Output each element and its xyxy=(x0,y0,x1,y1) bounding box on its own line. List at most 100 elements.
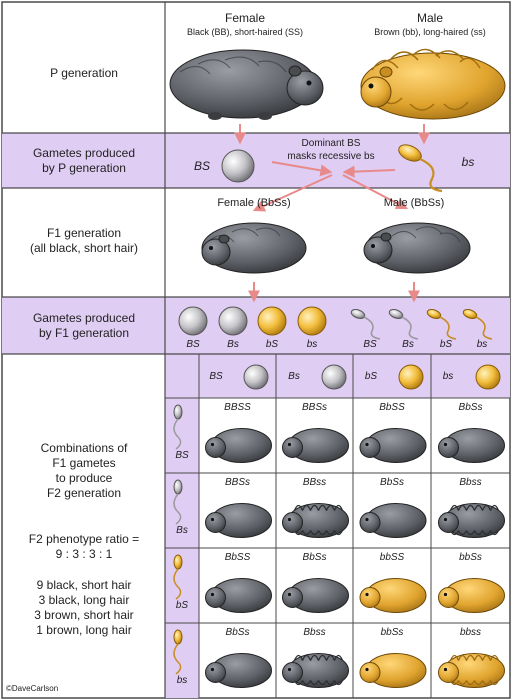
guinea-pig-BBss xyxy=(282,503,349,538)
grid-cell-label: BbSS xyxy=(379,402,405,413)
grid-row-label-2: Bs xyxy=(176,525,188,536)
guinea-pig-BBSs xyxy=(205,503,272,538)
f1-sperm-BS xyxy=(350,309,381,340)
f1-egg-BS xyxy=(178,306,208,336)
grid-cell-label: BbSs xyxy=(225,627,250,638)
f1-male-guinea-pig xyxy=(363,222,471,274)
credit: ©DaveCarlson xyxy=(6,684,59,693)
label-gametes-p-line2: by P generation xyxy=(42,161,126,175)
guinea-pig-BBSS xyxy=(205,428,272,463)
label-gametes-f1-line2: by F1 generation xyxy=(38,326,130,340)
f1-eggs xyxy=(178,306,327,336)
label-gametes-p-line1: Gametes produced xyxy=(32,146,136,160)
grid-cell-label: Bbss xyxy=(303,627,326,638)
f1-female-label: Female (BbSs) xyxy=(217,197,291,209)
label-ratio-value: 9 : 3 : 3 : 1 xyxy=(55,547,113,561)
f1-sperm-label-4: bs xyxy=(476,339,488,350)
grid-cell-label: BBSS xyxy=(224,402,251,413)
grid-col-label-2: Bs xyxy=(288,371,300,382)
p-sperm-label: bs xyxy=(461,155,475,169)
guinea-pig-Bbss xyxy=(282,653,349,688)
f1-sperm-label-2: Bs xyxy=(402,339,414,350)
guinea-pig-bbSS xyxy=(359,578,427,613)
grid-guinea-pigs xyxy=(205,428,505,688)
label-combinations-line4: F2 generation xyxy=(46,486,122,500)
label-ratio-title: F2 phenotype ratio = xyxy=(28,532,140,546)
grid-col-egg-1 xyxy=(243,364,269,390)
f1-sperm xyxy=(350,309,493,340)
f1-egg-label-2: Bs xyxy=(227,339,239,350)
p-male-desc: Brown (bb), long-haired (ss) xyxy=(374,27,486,37)
grid-row-label-3: bS xyxy=(175,600,189,611)
grid-col-label-4: bs xyxy=(442,371,454,382)
grid-cell-label: bbSs xyxy=(380,627,404,638)
arrows xyxy=(234,124,430,303)
dominance-note: Dominant BS masks recessive bs xyxy=(274,138,388,163)
f1-egg-bs xyxy=(297,306,327,336)
p-egg-label: BS xyxy=(193,159,210,173)
guinea-pig-BbSS xyxy=(359,428,427,463)
f1-male-label: Male (BbSs) xyxy=(383,197,445,209)
f1-egg-label-1: BS xyxy=(186,339,200,350)
label-combinations: Combinations of F1 gametes to produce F2… xyxy=(4,441,164,501)
guinea-pig-BbSs xyxy=(359,503,427,538)
label-ratio-breakdown: 9 black, short hair 3 black, long hair 3… xyxy=(4,578,164,638)
guinea-pig-BBSs xyxy=(282,428,349,463)
grid-lines xyxy=(165,354,510,698)
grid-cell-label: BBss xyxy=(302,477,327,488)
label-ratio-line3: 3 brown, short hair xyxy=(34,608,134,622)
label-gametes-p: Gametes produced by P generation xyxy=(4,146,164,176)
f1-egg-Bs xyxy=(218,306,248,336)
dominance-note-line1: Dominant BS xyxy=(301,138,361,149)
grid-cell-label: BbSs xyxy=(458,402,483,413)
f1-egg-label-4: bs xyxy=(306,339,318,350)
p-sperm-gold xyxy=(398,144,443,193)
p-male-title: Male xyxy=(416,11,443,25)
label-f1-line1: F1 generation xyxy=(46,226,122,240)
f1-female-guinea-pig xyxy=(201,222,307,274)
label-gametes-f1: Gametes produced by F1 generation xyxy=(4,311,164,341)
dominance-note-line2: masks recessive bs xyxy=(287,150,375,162)
label-ratio-line2: 3 black, long hair xyxy=(38,593,130,607)
grid-cell-label: bbss xyxy=(459,627,482,638)
f1-sperm-bs xyxy=(462,309,493,340)
p-female-title: Female xyxy=(224,11,265,25)
f1-sperm-Bs xyxy=(388,309,419,340)
grid-row-label-1: BS xyxy=(175,450,189,461)
label-p-generation: P generation xyxy=(50,66,118,80)
f1-egg-label-3: bS xyxy=(265,339,279,350)
guinea-pig-BbSs xyxy=(282,578,349,613)
grid-header-eggs xyxy=(243,364,501,390)
guinea-pig-Bbss xyxy=(438,503,505,538)
p-egg-gray xyxy=(221,149,255,183)
grid-cell-label: bbSs xyxy=(459,552,482,563)
guinea-pig-bbSs xyxy=(359,653,427,688)
p-male-guinea-pig xyxy=(360,48,506,120)
label-ratio-line4: 1 brown, long hair xyxy=(36,623,132,637)
label-f1-generation: F1 generation (all black, short hair) xyxy=(4,226,164,256)
grid-cell-label: BBSs xyxy=(301,402,327,413)
grid-col-label-3: bS xyxy=(364,371,378,382)
label-ratio-line1: 9 black, short hair xyxy=(36,578,132,592)
guinea-pig-BbSS xyxy=(205,578,272,613)
label-combinations-line3: to produce xyxy=(55,471,113,485)
grid-cell-label: BbSS xyxy=(224,552,251,563)
label-combinations-line2: F1 gametes xyxy=(52,456,116,470)
grid-col-egg-4 xyxy=(475,364,501,390)
grid-row-sperm-3 xyxy=(173,554,183,600)
label-f1-line2: (all black, short hair) xyxy=(29,241,139,255)
f1-egg-bS xyxy=(257,306,287,336)
grid-corner xyxy=(165,354,199,398)
grid-cell-label: bbSS xyxy=(379,552,405,563)
label-gametes-f1-line1: Gametes produced xyxy=(32,311,136,325)
grid-row-sperm xyxy=(173,404,183,675)
grid-row-sperm-1 xyxy=(173,404,183,450)
grid-row-sperm-2 xyxy=(173,479,183,525)
f1-sperm-bS xyxy=(426,309,457,340)
grid-cell-label: BBSs xyxy=(224,477,250,488)
p-female-desc: Black (BB), short-haired (SS) xyxy=(186,27,304,37)
p-female-guinea-pig xyxy=(169,49,324,120)
grid-col-label-1: BS xyxy=(209,371,223,382)
